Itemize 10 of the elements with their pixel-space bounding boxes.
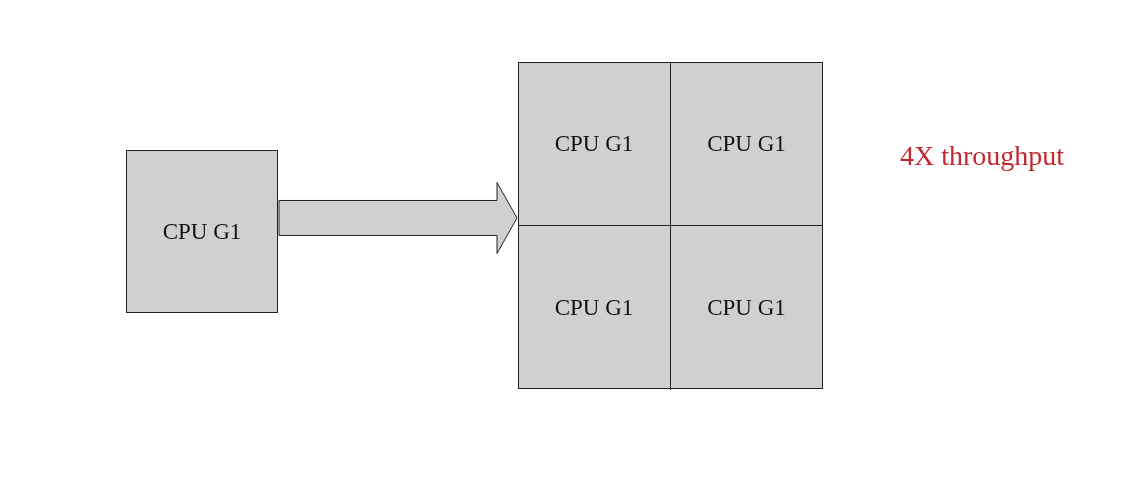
grid-box <box>518 62 823 389</box>
cpu-label: CPU G1 <box>554 130 634 157</box>
cpu-box <box>518 62 671 226</box>
block-arrow <box>278 181 518 254</box>
throughput-note: 4X throughput <box>900 140 1065 172</box>
cpu-label: CPU G1 <box>707 295 786 321</box>
cpu-box <box>126 150 278 313</box>
cpu-label: CPU G1 <box>554 295 634 321</box>
cpu-label: CPU G1 <box>162 218 242 245</box>
cpu-label: CPU G1 <box>707 130 786 157</box>
